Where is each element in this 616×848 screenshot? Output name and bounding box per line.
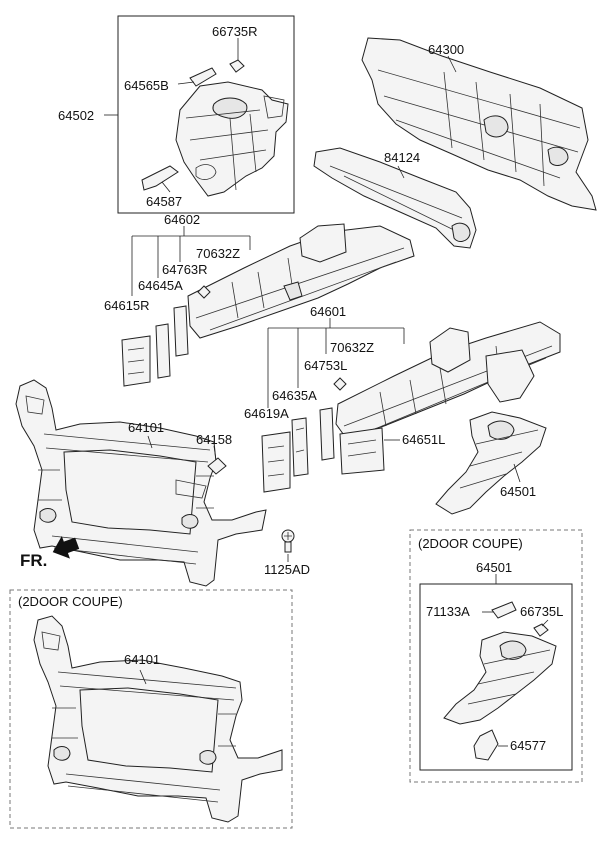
part-1125AD-bolt [281, 529, 295, 553]
part-64615R-plate [121, 335, 151, 387]
leader-64565B [177, 81, 195, 85]
leader-84124 [397, 165, 405, 179]
part-64565B-bracket [189, 67, 217, 87]
label-coupe-right: (2DOOR COUPE) [418, 536, 523, 551]
label-64101-b: 64101 [124, 652, 160, 667]
part-64645A-plate [155, 323, 171, 379]
label-64101-a: 64101 [128, 420, 164, 435]
part-64763R-bracket [173, 305, 189, 357]
part-64577-bracket [473, 729, 499, 761]
label-64651L: 64651L [402, 432, 445, 447]
label-64763R: 64763R [162, 262, 208, 277]
leader-66735L [541, 619, 549, 627]
leader-64587 [161, 181, 171, 193]
label-coupe-left: (2DOOR COUPE) [18, 594, 123, 609]
part-64602-side-member [187, 223, 415, 339]
part-66735L-clip [533, 623, 549, 637]
part-64501-apron-coupe [443, 631, 557, 725]
label-64587: 64587 [146, 194, 182, 209]
part-70632Z-cap-b [333, 377, 347, 391]
label-64300: 64300 [428, 42, 464, 57]
part-64101-radiator-support [15, 379, 267, 587]
label-64502: 64502 [58, 108, 94, 123]
part-64300-dash-panel [361, 37, 597, 211]
label-64565B: 64565B [124, 78, 169, 93]
part-64501-apron [435, 411, 547, 515]
label-66735L: 66735L [520, 604, 563, 619]
leader-64300 [447, 55, 457, 73]
part-66735R-clip [229, 59, 245, 73]
leader-64101-b [139, 669, 147, 685]
coupe-box-right [409, 529, 583, 783]
label-64635A: 64635A [272, 388, 317, 403]
leader-64158 [213, 445, 217, 461]
part-64753L-bracket [319, 407, 335, 461]
part-64101-radiator-support-coupe [33, 615, 283, 823]
part-64587-bracket [141, 165, 179, 191]
label-1125AD: 1125AD [264, 562, 310, 577]
coupe-box-left [9, 589, 293, 829]
part-84124-cowl [313, 147, 477, 249]
label-70632Z-a: 70632Z [196, 246, 240, 261]
label-84124: 84124 [384, 150, 420, 165]
label-64158: 64158 [196, 432, 232, 447]
part-64635A-plate [291, 417, 309, 477]
leader-64501-a [513, 463, 521, 483]
part-64619A-plate [261, 431, 291, 493]
label-70632Z-b: 70632Z [330, 340, 374, 355]
label-64615R: 64615R [104, 298, 150, 313]
label-64602: 64602 [164, 212, 200, 227]
leader-64101-a [147, 435, 153, 449]
part-64651L-plate [339, 427, 385, 475]
label-64619A: 64619A [244, 406, 289, 421]
part-64158-clip [207, 457, 227, 475]
label-66735R: 66735R [212, 24, 258, 39]
label-64601: 64601 [310, 304, 346, 319]
part-70632Z-cap-a [197, 285, 211, 299]
part-64601-side-member [335, 321, 561, 439]
part-64502-apron [175, 81, 289, 197]
label-64753L: 64753L [304, 358, 347, 373]
part-71133A-bracket [491, 601, 517, 619]
label-64577: 64577 [510, 738, 546, 753]
label-71133A: 71133A [426, 604, 470, 619]
front-direction-arrow [52, 536, 80, 559]
label-64645A: 64645A [138, 278, 183, 293]
label-64501-a: 64501 [500, 484, 536, 499]
label-fr: FR. [20, 551, 47, 570]
label-64501-b: 64501 [476, 560, 512, 575]
assembly-box-64502 [117, 15, 295, 214]
